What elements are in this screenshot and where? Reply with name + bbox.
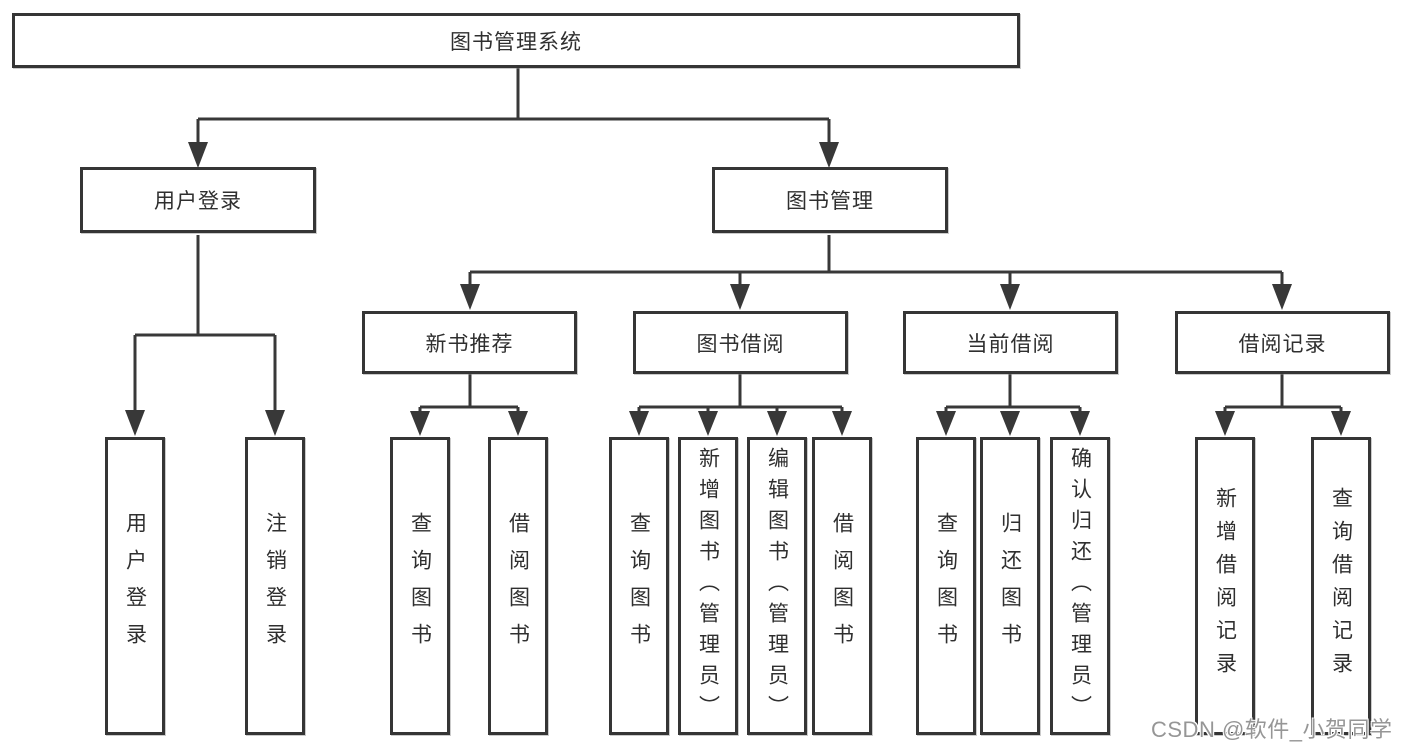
leaf-query-books-recommend-label: 查询图书: [408, 512, 432, 660]
node-user-login: 用户登录: [80, 167, 316, 233]
leaf-logout: 注销登录: [245, 437, 305, 735]
arrowhead: [410, 411, 430, 436]
arrowhead: [832, 411, 852, 436]
leaf-query-books-borrow: 查询图书: [609, 437, 669, 735]
leaf-add-book-admin: 新增图书（管理员）: [678, 437, 738, 735]
leaf-confirm-return-admin-label: 确认归还（管理员）: [1068, 446, 1092, 726]
arrowhead: [460, 284, 480, 310]
leaf-user-login-label: 用户登录: [123, 512, 147, 660]
node-current-borrow-label: 当前借阅: [966, 332, 1055, 356]
arrowhead: [1331, 411, 1351, 436]
book-borrow-connector: [629, 374, 852, 436]
node-book-borrow: 图书借阅: [633, 311, 848, 374]
leaf-borrow-books: 借阅图书: [812, 437, 872, 735]
leaf-edit-book-admin: 编辑图书（管理员）: [747, 437, 807, 735]
leaf-edit-book-admin-label: 编辑图书（管理员）: [765, 446, 789, 726]
node-user-login-label: 用户登录: [154, 190, 242, 213]
arrowhead: [730, 284, 750, 310]
node-book-management-label: 图书管理: [786, 190, 874, 213]
leaf-borrow-books-recommend-label: 借阅图书: [506, 512, 530, 660]
leaf-query-borrow-record: 查询借阅记录: [1311, 437, 1371, 735]
borrow-records-connector: [1215, 374, 1351, 436]
arrowhead: [1215, 411, 1235, 436]
node-new-book-recommend: 新书推荐: [362, 311, 577, 374]
leaf-query-borrow-record-label: 查询借阅记录: [1329, 487, 1353, 685]
arrowhead: [698, 411, 718, 436]
arrowhead: [125, 410, 145, 436]
user-login-connector: [125, 235, 285, 436]
arrowhead: [508, 411, 528, 436]
arrowhead: [1000, 284, 1020, 310]
arrowhead: [188, 142, 208, 168]
leaf-add-borrow-record: 新增借阅记录: [1195, 437, 1255, 735]
node-new-book-recommend-label: 新书推荐: [425, 332, 514, 356]
leaf-borrow-books-label: 借阅图书: [830, 512, 854, 660]
leaf-return-book-label: 归还图书: [998, 512, 1022, 660]
arrowhead: [265, 410, 285, 436]
node-root-label: 图书管理系统: [450, 30, 582, 54]
node-book-management: 图书管理: [712, 167, 948, 233]
leaf-return-book: 归还图书: [980, 437, 1040, 735]
arrowhead: [767, 411, 787, 436]
arrowhead: [936, 411, 956, 436]
current-borrow-connector: [936, 374, 1090, 436]
leaf-confirm-return-admin: 确认归还（管理员）: [1050, 437, 1110, 735]
node-borrow-records-label: 借阅记录: [1238, 332, 1327, 356]
arrowhead: [1000, 411, 1020, 436]
leaf-add-book-admin-label: 新增图书（管理员）: [696, 446, 720, 726]
leaf-user-login: 用户登录: [105, 437, 165, 735]
leaf-query-books-borrow-label: 查询图书: [627, 512, 651, 660]
leaf-query-books-recommend: 查询图书: [390, 437, 450, 735]
csdn-watermark: CSDN @软件_小贺同学: [1151, 717, 1393, 742]
arrowhead: [819, 142, 839, 168]
node-root: 图书管理系统: [12, 13, 1020, 68]
root-to-level2-connector: [188, 68, 839, 168]
arrowhead: [1070, 411, 1090, 436]
leaf-query-books-current: 查询图书: [916, 437, 976, 735]
leaf-logout-label: 注销登录: [263, 512, 287, 660]
node-borrow-records: 借阅记录: [1175, 311, 1390, 374]
arrowhead: [629, 411, 649, 436]
leaf-query-books-current-label: 查询图书: [934, 512, 958, 660]
arrowhead: [1272, 284, 1292, 310]
book-management-connector: [460, 235, 1292, 310]
leaf-borrow-books-recommend: 借阅图书: [488, 437, 548, 735]
node-book-borrow-label: 图书借阅: [696, 332, 785, 356]
leaf-add-borrow-record-label: 新增借阅记录: [1213, 487, 1237, 685]
new-book-recommend-connector: [410, 374, 528, 436]
node-current-borrow: 当前借阅: [903, 311, 1118, 374]
